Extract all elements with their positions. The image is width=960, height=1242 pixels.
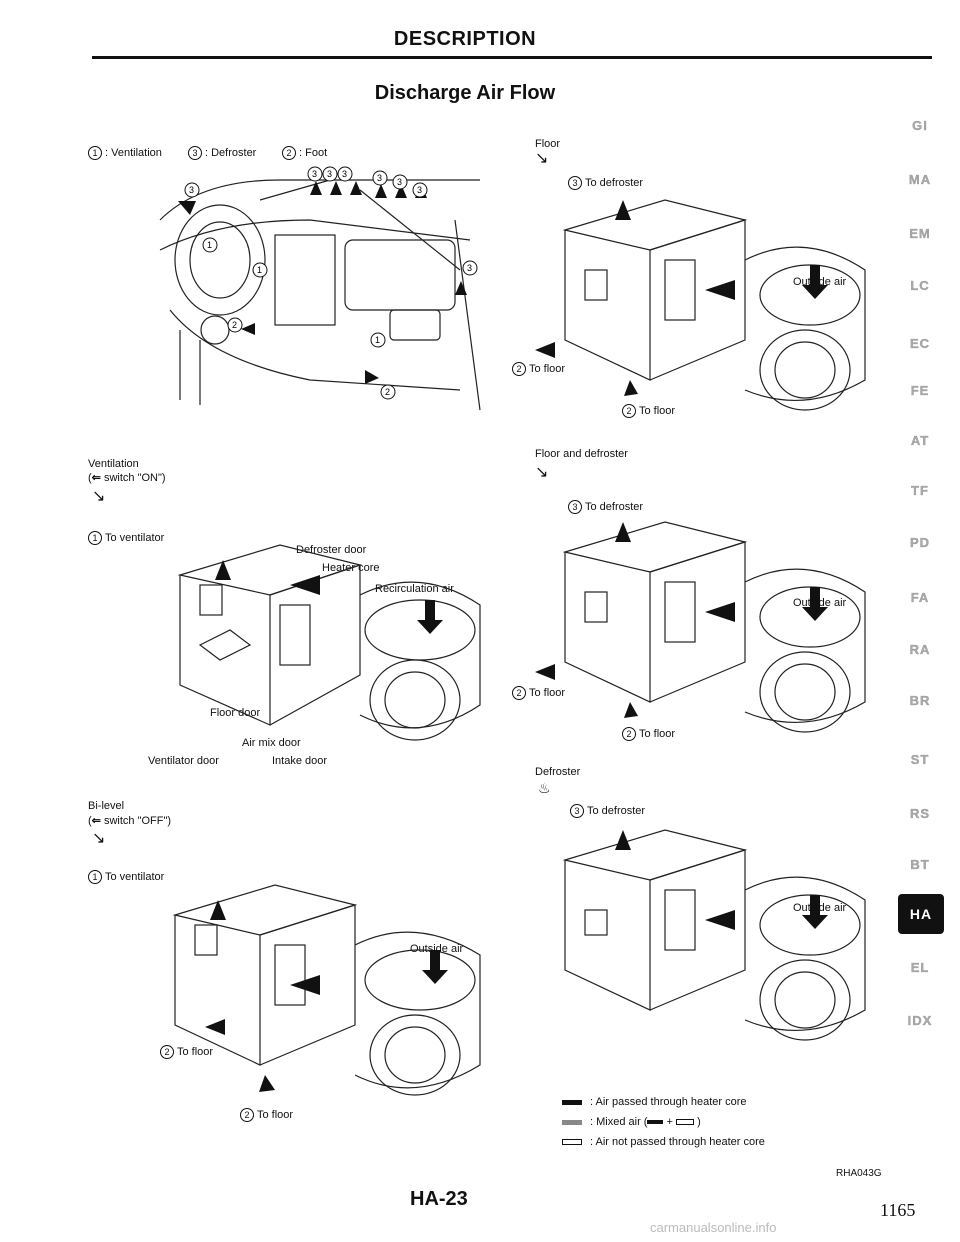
legend-foot: 2: Foot bbox=[282, 146, 327, 160]
bilevel-outside-air: Outside air bbox=[410, 943, 464, 955]
svg-text:3: 3 bbox=[327, 169, 332, 179]
section-tab-fe[interactable]: FE bbox=[910, 383, 930, 398]
svg-text:2: 2 bbox=[385, 387, 390, 397]
vent-recirculation-air: Recirculation air bbox=[375, 583, 454, 595]
page-label: HA-23 bbox=[410, 1188, 468, 1210]
legend-ventilation: 1: Ventilation bbox=[88, 146, 162, 160]
section-tab-idx[interactable]: IDX bbox=[907, 1013, 933, 1028]
section-tab-at[interactable]: AT bbox=[910, 433, 930, 448]
ventilation-switch: (⇐ switch "ON") bbox=[88, 472, 166, 484]
section-tab-br[interactable]: BR bbox=[909, 693, 931, 708]
ventilation-diagram bbox=[177, 544, 481, 741]
svg-text:1: 1 bbox=[375, 335, 380, 345]
floor-title: Floor bbox=[535, 138, 561, 150]
defroster-diagram bbox=[562, 829, 866, 1041]
svg-text:1: 1 bbox=[257, 265, 262, 275]
bilevel-diagram bbox=[172, 884, 481, 1096]
vent-floor-door: Floor door bbox=[210, 707, 261, 719]
vent-intake-door: Intake door bbox=[272, 755, 328, 767]
bilevel-mode-icon: ↘ bbox=[92, 830, 106, 847]
section-tab-em[interactable]: EM bbox=[909, 226, 931, 241]
section-tab-fa[interactable]: FA bbox=[910, 590, 930, 605]
svg-text:3: 3 bbox=[397, 177, 402, 187]
heated-arrow-icon bbox=[562, 1099, 582, 1105]
section-tab-ra[interactable]: RA bbox=[909, 642, 931, 657]
svg-text:3: 3 bbox=[467, 263, 472, 273]
section-tab-ma[interactable]: MA bbox=[908, 172, 932, 187]
defroster-title: Defroster bbox=[535, 766, 581, 778]
unheated-arrow-icon bbox=[562, 1139, 582, 1146]
section-tab-ha[interactable]: HA bbox=[898, 894, 944, 934]
svg-text:2: 2 bbox=[232, 320, 237, 330]
floor-defroster-diagram bbox=[535, 521, 866, 733]
watermark: carmanualsonline.info bbox=[650, 1220, 777, 1235]
svg-text:3: 3 bbox=[312, 169, 317, 179]
vent-air-mix-door: Air mix door bbox=[242, 737, 301, 749]
header-rule bbox=[92, 56, 932, 59]
svg-text:3: 3 bbox=[417, 185, 422, 195]
ventilation-title: Ventilation bbox=[88, 458, 139, 470]
bilevel-title: Bi-level bbox=[88, 800, 125, 812]
legend-mixed: : Mixed air ( + ) bbox=[562, 1116, 701, 1129]
section-tab-ec[interactable]: EC bbox=[909, 336, 931, 351]
mixed-arrow-icon bbox=[562, 1119, 582, 1125]
dashboard-illustration: 3 3 3 3 3 3 3 3 1 1 1 2 2 bbox=[159, 166, 481, 411]
svg-text:3: 3 bbox=[342, 169, 347, 179]
vent-mode-icon: ↘ bbox=[92, 488, 106, 505]
legend-heated: : Air passed through heater core bbox=[562, 1096, 747, 1109]
floor-defroster-title: Floor and defroster bbox=[535, 448, 628, 460]
page-subtitle: Discharge Air Flow bbox=[374, 82, 556, 104]
svg-text:3: 3 bbox=[377, 173, 382, 183]
folio-number: 1165 bbox=[880, 1200, 916, 1220]
section-tab-rs[interactable]: RS bbox=[909, 806, 931, 821]
svg-text:1: 1 bbox=[207, 240, 212, 250]
section-tab-st[interactable]: ST bbox=[910, 752, 930, 767]
section-tab-gi[interactable]: GI bbox=[912, 118, 928, 133]
section-tab-lc[interactable]: LC bbox=[910, 278, 930, 293]
legend-unheated: : Air not passed through heater core bbox=[562, 1136, 765, 1149]
vent-ventilator-door: Ventilator door bbox=[148, 755, 219, 767]
svg-text:3: 3 bbox=[189, 185, 194, 195]
section-tab-tf[interactable]: TF bbox=[911, 483, 929, 498]
section-tab-el[interactable]: EL bbox=[910, 960, 930, 975]
bilevel-switch: (⇐ switch "OFF") bbox=[88, 815, 172, 827]
defroster-mode-icon: ♨ bbox=[538, 780, 551, 796]
floor-defroster-mode-icon: ↘ bbox=[535, 464, 549, 481]
section-tab-pd[interactable]: PD bbox=[909, 535, 931, 550]
section-tab-bt[interactable]: BT bbox=[910, 857, 930, 872]
floor-diagram bbox=[535, 199, 866, 411]
figure-code: RHA043G bbox=[836, 1168, 882, 1179]
legend-defroster: 3: Defroster bbox=[188, 146, 256, 160]
floor-mode-icon: ↘ bbox=[535, 150, 549, 167]
page-header: DESCRIPTION bbox=[393, 28, 537, 50]
